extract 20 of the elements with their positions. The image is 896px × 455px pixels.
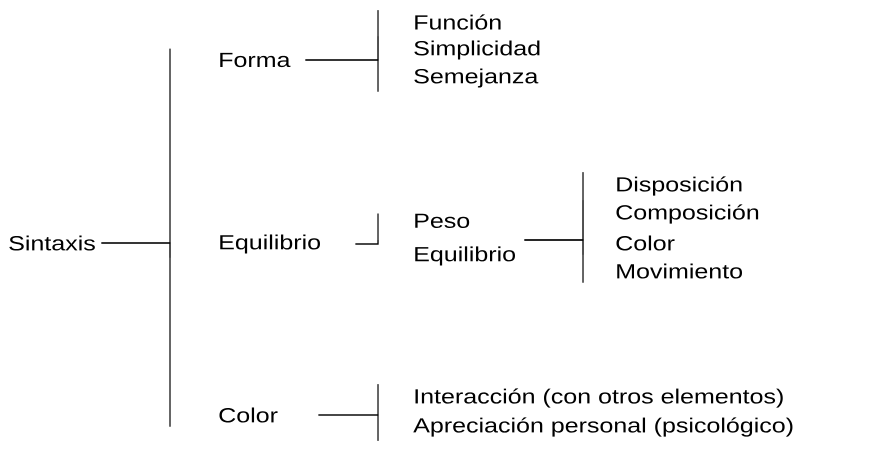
tree-label: Movimiento [617,263,742,279]
tree-label: Sintaxis [9,235,95,251]
tree-label: Disposición [617,176,742,196]
tree-label: Peso [415,214,470,228]
tree-label: Composición [616,204,758,224]
bracket-connector [101,242,171,427]
tree-label: Interacción (con otros elementos) [416,388,783,408]
tree-label: Semejanza [414,68,538,88]
bracket-connector [524,239,584,283]
tree-label: Simplicidad [414,40,540,60]
tree-label: Forma [220,52,290,68]
tree-label: Color [616,235,675,251]
tree-label: Apreciación personal (psicológico) [413,417,792,437]
bracket-connector [318,414,379,441]
tree-label: Equilibrio [220,234,320,254]
tree-label: Equilibrio [415,246,515,266]
bracket-connector [305,59,379,92]
bracket-connector [355,240,379,245]
tree-label: Función [415,14,501,30]
tree-label: Color [219,407,278,423]
